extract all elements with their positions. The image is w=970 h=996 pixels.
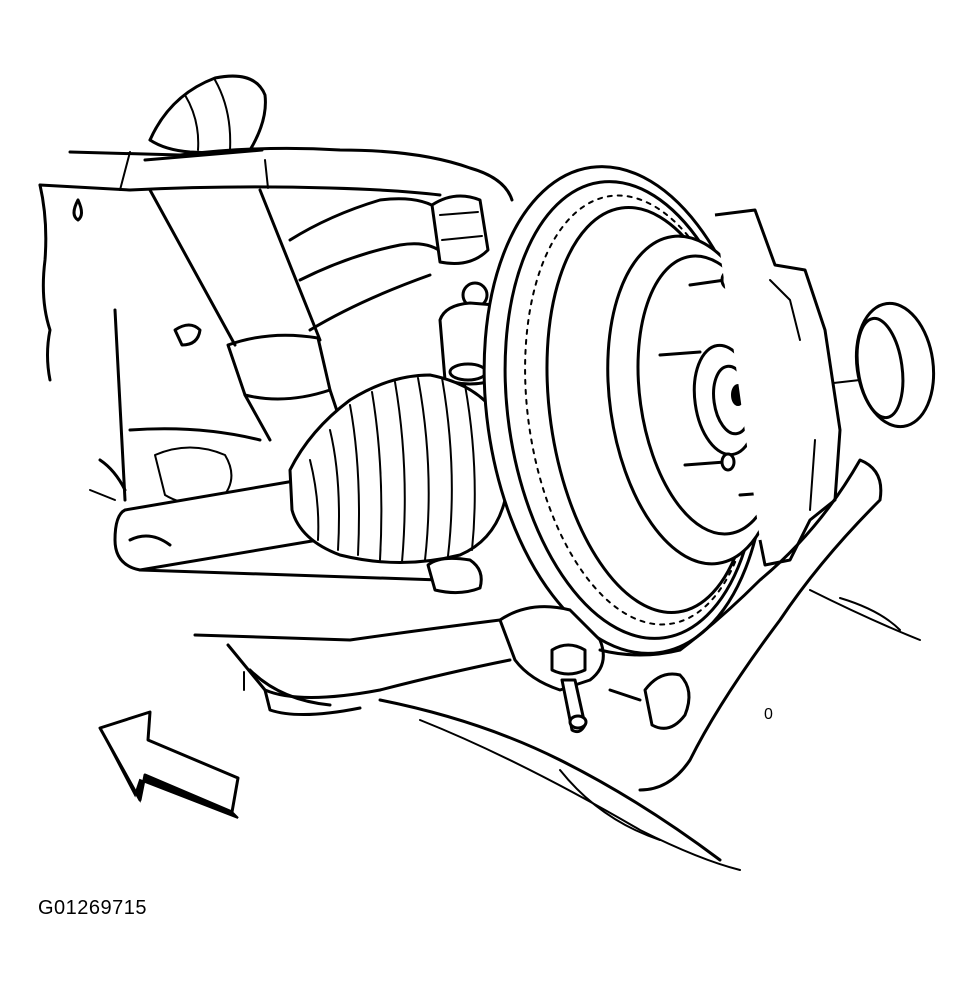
frame-crossmember bbox=[38, 146, 514, 382]
upper-control-arm bbox=[288, 194, 490, 332]
ground-lines bbox=[378, 589, 921, 871]
cv-boot bbox=[288, 373, 507, 564]
callout-label: 0 bbox=[764, 706, 773, 723]
lower-ball-joint bbox=[498, 605, 605, 734]
strut-upper-mount bbox=[143, 74, 267, 162]
lower-control-arm bbox=[138, 556, 512, 716]
figure-id-label: G01269715 bbox=[38, 897, 148, 919]
knuckle-lower-arm bbox=[598, 458, 883, 792]
chassis-panel bbox=[89, 308, 262, 505]
direction-arrow-icon bbox=[98, 710, 240, 819]
dust-cap bbox=[854, 301, 936, 429]
drive-shaft bbox=[113, 478, 320, 572]
strut-body bbox=[148, 188, 342, 442]
